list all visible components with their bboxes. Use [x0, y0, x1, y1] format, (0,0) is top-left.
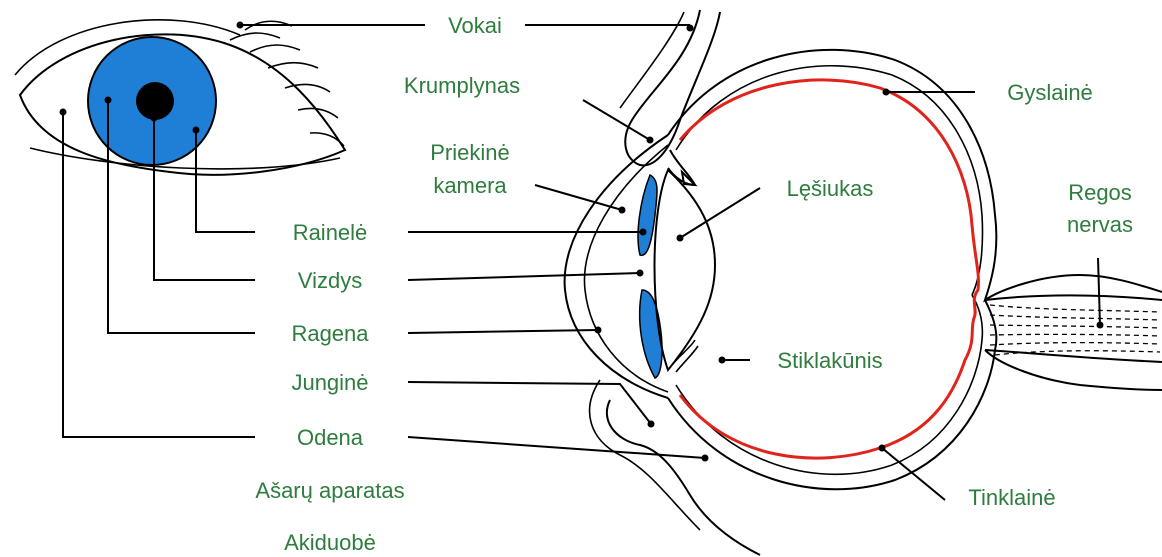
- retina: [680, 80, 978, 458]
- label-stiklakunis: Stiklakūnis: [777, 348, 882, 373]
- label-gyslaine: Gyslainė: [1007, 80, 1093, 105]
- label-priekine-2: kamera: [433, 173, 507, 198]
- pupil-front: [136, 82, 174, 120]
- label-rainele: Rainelė: [293, 220, 368, 245]
- label-vizdys: Vizdys: [298, 268, 362, 293]
- label-lesiukas: Lęšiukas: [787, 176, 874, 201]
- label-odena: Odena: [297, 425, 364, 450]
- lower-lid-section: [607, 400, 760, 555]
- optic-nerve-fibers: [990, 305, 1160, 355]
- label-ragena: Ragena: [291, 321, 369, 346]
- label-krumplynas: Krumplynas: [404, 73, 520, 98]
- label-regos-1: Regos: [1068, 180, 1132, 205]
- label-priekine-1: Priekinė: [430, 140, 509, 165]
- lens: [655, 170, 716, 370]
- labels: Vokai Krumplynas Gyslainė Priekinė kamer…: [255, 13, 1133, 555]
- label-akiduobe: Akiduobė: [284, 530, 376, 555]
- label-asaru-aparatas: Ašarų aparatas: [255, 478, 404, 503]
- front-eye-view: [15, 20, 345, 175]
- label-regos-2: nervas: [1067, 212, 1133, 237]
- eyelashes: [230, 21, 344, 146]
- sclera-outer-lower: [668, 300, 996, 489]
- label-vokai: Vokai: [448, 13, 502, 38]
- label-tinklaine: Tinklainė: [968, 485, 1055, 510]
- label-jungine: Junginė: [291, 370, 368, 395]
